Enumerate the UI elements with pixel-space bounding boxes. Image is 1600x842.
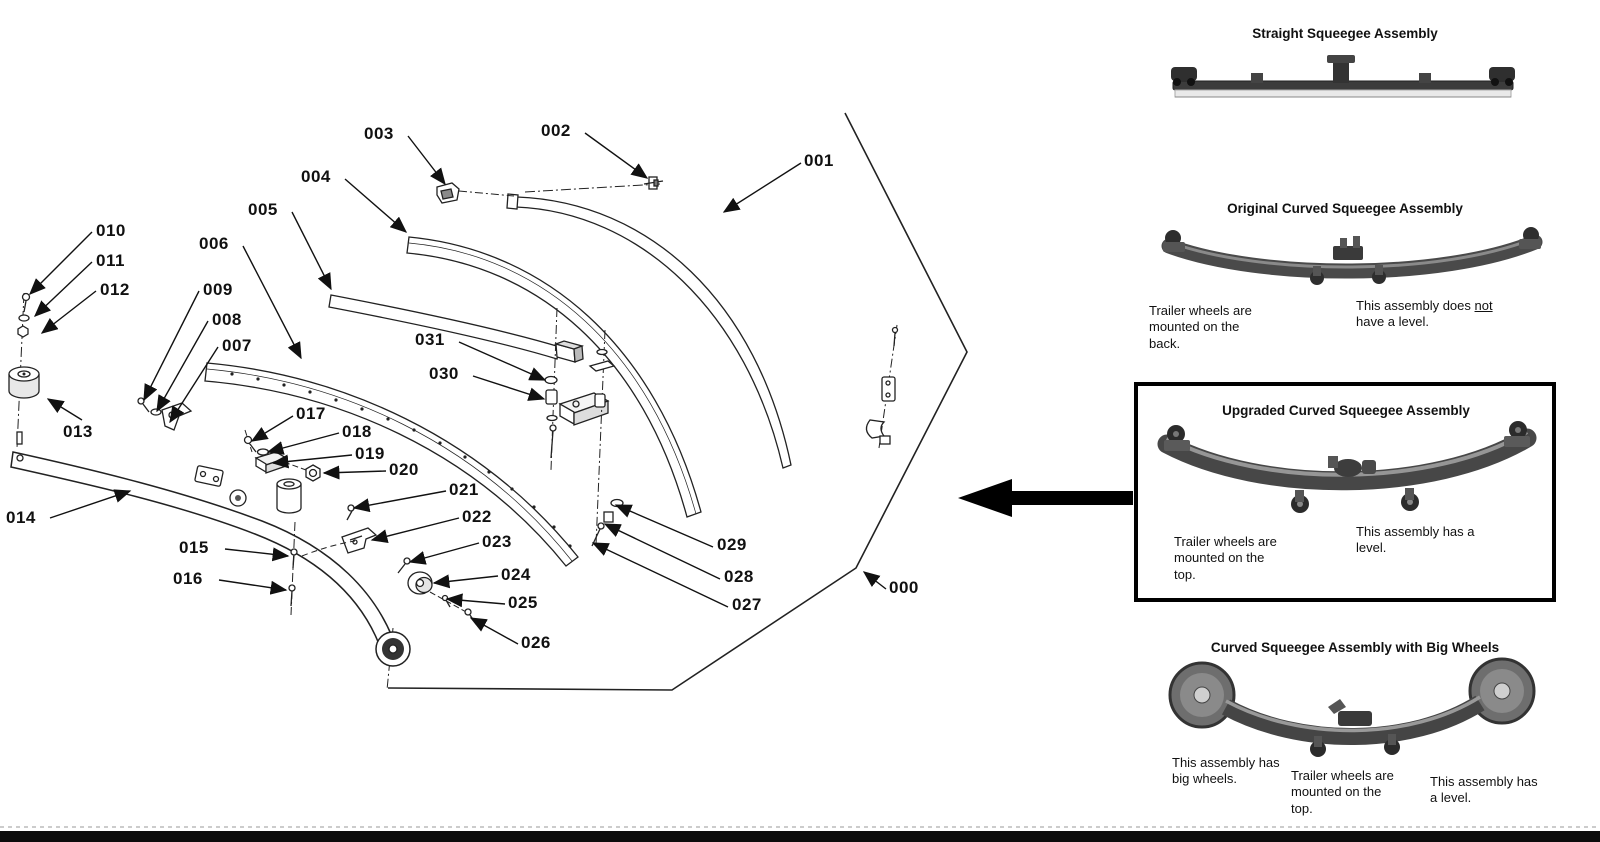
callout-031: 031 [415, 330, 445, 349]
callout-008: 008 [212, 310, 242, 329]
original-level-note: This assembly does not have a level. [1356, 298, 1496, 331]
callout-005: 005 [248, 200, 278, 219]
callout-025: 025 [508, 593, 538, 612]
upgraded-curved-assembly-image [1157, 421, 1537, 513]
big-wheels-note: This assembly has big wheels. [1172, 755, 1280, 787]
callout-024: 024 [501, 565, 531, 584]
callout-017: 017 [296, 404, 326, 423]
callout-028: 028 [724, 567, 754, 586]
original-curved-assembly-image [1161, 227, 1543, 285]
upgraded-highlight-box [1134, 382, 1556, 602]
big-wheels-assembly-title: Curved Squeegee Assembly with Big Wheels [1210, 640, 1500, 655]
callout-030: 030 [429, 364, 459, 383]
callout-029: 029 [717, 535, 747, 554]
callout-014: 014 [6, 508, 36, 527]
callout-002: 002 [541, 121, 571, 140]
callout-027: 027 [732, 595, 762, 614]
original-level-note-not: not [1474, 298, 1493, 313]
callout-019: 019 [355, 444, 385, 463]
callout-001: 001 [804, 151, 834, 170]
callout-020: 020 [389, 460, 419, 479]
big-wheels-assembly-image [1168, 657, 1536, 757]
original-level-note-pre: This assembly does [1356, 298, 1471, 313]
points-to-upgraded-arrow [958, 479, 1133, 517]
callout-007: 007 [222, 336, 252, 355]
callout-016: 016 [173, 569, 203, 588]
callout-006: 006 [199, 234, 229, 253]
callout-011: 011 [96, 251, 125, 270]
callout-010: 010 [96, 221, 126, 240]
envelope-outline [387, 112, 968, 691]
callout-009: 009 [203, 280, 233, 299]
callout-021: 021 [449, 480, 479, 499]
original-level-note-post: have a level. [1356, 314, 1429, 330]
original-assembly-title: Original Curved Squeegee Assembly [1227, 201, 1463, 216]
upgraded-assembly-title: Upgraded Curved Squeegee Assembly [1222, 403, 1470, 418]
big-wheels-trailer-note: Trailer wheels are mounted on the top. [1291, 768, 1394, 816]
exploded-parts [8, 176, 899, 691]
callout-013: 013 [63, 422, 93, 441]
upgraded-wheels-note: Trailer wheels are mounted on the top. [1174, 534, 1277, 582]
callout-026: 026 [521, 633, 551, 652]
straight-assembly-image [1171, 55, 1515, 98]
upgraded-level-note: This assembly has a level. [1356, 524, 1475, 556]
big-wheels-level-note: This assembly has a level. [1430, 774, 1538, 806]
original-wheels-note: Trailer wheels are mounted on the back. [1149, 303, 1252, 351]
callout-018: 018 [342, 422, 372, 441]
callout-012: 012 [100, 280, 130, 299]
callout-023: 023 [482, 532, 512, 551]
callout-015: 015 [179, 538, 209, 557]
callout-022: 022 [462, 507, 492, 526]
leader-lines [29, 132, 887, 645]
callout-000: 000 [889, 578, 919, 597]
callout-003: 003 [364, 124, 394, 143]
callout-004: 004 [301, 167, 331, 186]
straight-assembly-title: Straight Squeegee Assembly [1252, 26, 1438, 41]
bottom-black-bar [0, 831, 1600, 842]
